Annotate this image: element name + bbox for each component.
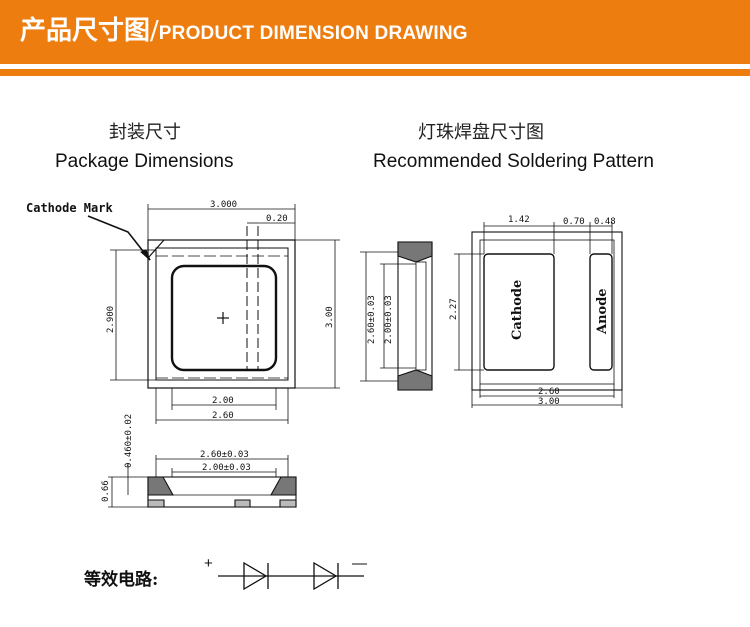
solder-pad-cathode bbox=[483, 253, 555, 371]
dim-outer-260: 2.60 bbox=[212, 411, 234, 421]
solder-outer-outline bbox=[471, 231, 623, 391]
solder-side-view bbox=[360, 241, 433, 391]
package-lens bbox=[170, 264, 278, 372]
solder-top-view bbox=[454, 222, 623, 408]
header-separator: / bbox=[150, 16, 159, 46]
header-underline bbox=[0, 69, 750, 76]
side-dim-066: 0.66 bbox=[101, 480, 111, 502]
cathode-pad-label: Cathode bbox=[510, 280, 525, 340]
header-title-cn: 产品尺寸图 bbox=[20, 16, 151, 46]
side-dim-200: 2.00±0.03 bbox=[202, 463, 251, 473]
package-outer-outline bbox=[147, 239, 296, 389]
header-title: 产品尺寸图/PRODUCT DIMENSION DRAWING bbox=[20, 14, 468, 51]
package-inner-outline bbox=[155, 247, 289, 381]
package-dimension-lines bbox=[110, 204, 340, 424]
diode-2-triangle bbox=[313, 561, 338, 591]
side-dim-260: 2.60±0.03 bbox=[200, 450, 249, 460]
side-wall-right bbox=[270, 476, 297, 496]
package-title-cn: 封装尺寸 bbox=[109, 122, 181, 143]
equivalent-circuit bbox=[218, 561, 364, 591]
circuit-label: 等效电路: bbox=[84, 570, 159, 590]
circuit-plus: + bbox=[204, 555, 213, 572]
diode-1-triangle bbox=[243, 561, 268, 591]
solder-dim-227: 2.27 bbox=[449, 298, 459, 320]
side-lead-center bbox=[234, 499, 251, 508]
solder-pad-anode bbox=[589, 253, 613, 371]
side-dim-0460: 0.460±0.02 bbox=[124, 414, 134, 468]
dim-inner-200: 2.00 bbox=[212, 396, 234, 406]
side-wall-left bbox=[147, 476, 174, 496]
dim-width-3000: 3.000 bbox=[210, 200, 237, 210]
dim-height-300: 3.00 bbox=[325, 306, 335, 328]
header-banner: 产品尺寸图/PRODUCT DIMENSION DRAWING bbox=[0, 0, 750, 64]
package-side-view bbox=[108, 455, 297, 508]
solder-side-dim-200: 2.00±0.03 bbox=[384, 295, 394, 344]
solder-side-top bbox=[397, 241, 433, 263]
solder-dim-048: 0.48 bbox=[594, 217, 616, 227]
cathode-mark-leader bbox=[87, 215, 151, 261]
circuit-minus: — bbox=[352, 555, 367, 572]
anode-pad-label: Anode bbox=[595, 288, 610, 335]
solder-side-bottom bbox=[397, 369, 433, 391]
solder-dim-300: 3.00 bbox=[538, 397, 560, 407]
package-title-en: Package Dimensions bbox=[55, 151, 234, 172]
solder-title-en: Recommended Soldering Pattern bbox=[373, 151, 654, 172]
solder-dim-142: 1.42 bbox=[508, 215, 530, 225]
dim-height-2900: 2.900 bbox=[106, 306, 116, 333]
solder-dim-260: 2.60 bbox=[538, 387, 560, 397]
package-top-view bbox=[147, 226, 296, 389]
cathode-mark-label: Cathode Mark bbox=[26, 201, 113, 215]
side-lead-right bbox=[279, 499, 297, 508]
cathode-notch bbox=[147, 239, 165, 259]
solder-title-cn: 灯珠焊盘尺寸图 bbox=[418, 122, 544, 143]
header-title-en: PRODUCT DIMENSION DRAWING bbox=[158, 23, 468, 44]
dim-offset-020: 0.20 bbox=[266, 214, 288, 224]
side-lead-left bbox=[147, 495, 165, 508]
solder-side-dim-260: 2.60±0.03 bbox=[367, 295, 377, 344]
solder-dim-070: 0.70 bbox=[563, 217, 585, 227]
